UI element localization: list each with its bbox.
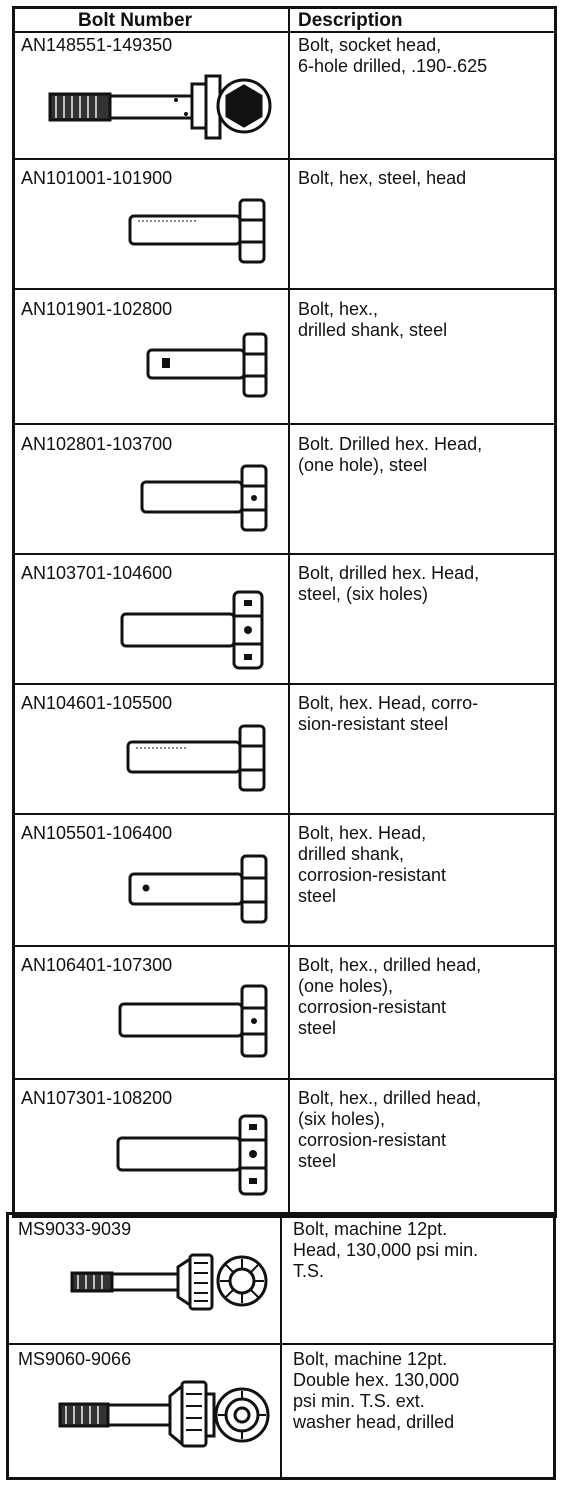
drilled-head-hex-bolt-icon [118,980,278,1069]
drilled-head-hex-bolt-icon [140,460,280,545]
drilled-shank-hex-bolt-icon [146,328,286,413]
bolt-description: Bolt, hex., drilled shank, steel [298,299,448,340]
bolt-description: Bolt, hex, steel, head [298,168,467,188]
bolt-number: AN107301-108200 [21,1088,173,1108]
header-bolt-number: Bolt Number [78,10,192,31]
bolt-number: AN101901-102800 [21,299,173,319]
bolt-description: Bolt, hex., drilled head, (one holes), c… [298,955,482,1038]
hex-head-bolt-icon [126,720,286,805]
socket-head-bolt-icon [48,68,278,153]
upper-column-divider [288,6,290,1218]
hex-head-bolt-icon [128,194,288,279]
row-divider [12,158,557,160]
drilled-shank-hex-bolt-icon [128,850,288,935]
twelve-point-washer-head-bolt-icon [58,1374,278,1459]
six-hole-drilled-head-bolt-icon [120,586,280,681]
header-divider [12,31,557,33]
row-divider [12,288,557,290]
lower-column-divider [280,1212,282,1480]
row-divider [12,683,557,685]
bolt-description: Bolt, drilled hex. Head, steel, (six hol… [298,563,480,604]
row-divider [12,813,557,815]
upper-table-frame [12,6,557,1218]
row-divider [12,1078,557,1080]
twelve-point-machine-bolt-icon [70,1245,280,1320]
bolt-description: Bolt, hex. Head, corro- sion-resistant s… [298,693,479,734]
row-divider [12,945,557,947]
bolt-number: MS9033-9039 [18,1219,132,1239]
bolt-description: Bolt, machine 12pt. Double hex. 130,000 … [293,1349,460,1432]
bolt-description: Bolt, hex., drilled head, (six holes), c… [298,1088,482,1171]
bolt-number: AN105501-106400 [21,823,173,843]
six-hole-drilled-head-bolt-icon [116,1112,276,1207]
row-divider [12,553,557,555]
bolt-description: Bolt. Drilled hex. Head, (one hole), ste… [298,434,483,475]
bolt-number: AN101001-101900 [21,168,173,188]
bolt-description: Bolt, hex. Head, drilled shank, corrosio… [298,823,447,906]
bolt-number: AN148551-149350 [21,35,173,55]
bolt-number: AN103701-104600 [21,563,173,583]
bolt-number: AN104601-105500 [21,693,173,713]
row-divider [12,423,557,425]
header-description: Description [298,10,403,31]
bolt-number: MS9060-9066 [18,1349,132,1369]
bolt-number: AN106401-107300 [21,955,173,975]
row-divider [6,1343,556,1345]
bolt-description: Bolt, socket head, 6-hole drilled, .190-… [298,35,488,76]
bolt-description: Bolt, machine 12pt. Head, 130,000 psi mi… [293,1219,479,1281]
bolt-number: AN102801-103700 [21,434,173,454]
